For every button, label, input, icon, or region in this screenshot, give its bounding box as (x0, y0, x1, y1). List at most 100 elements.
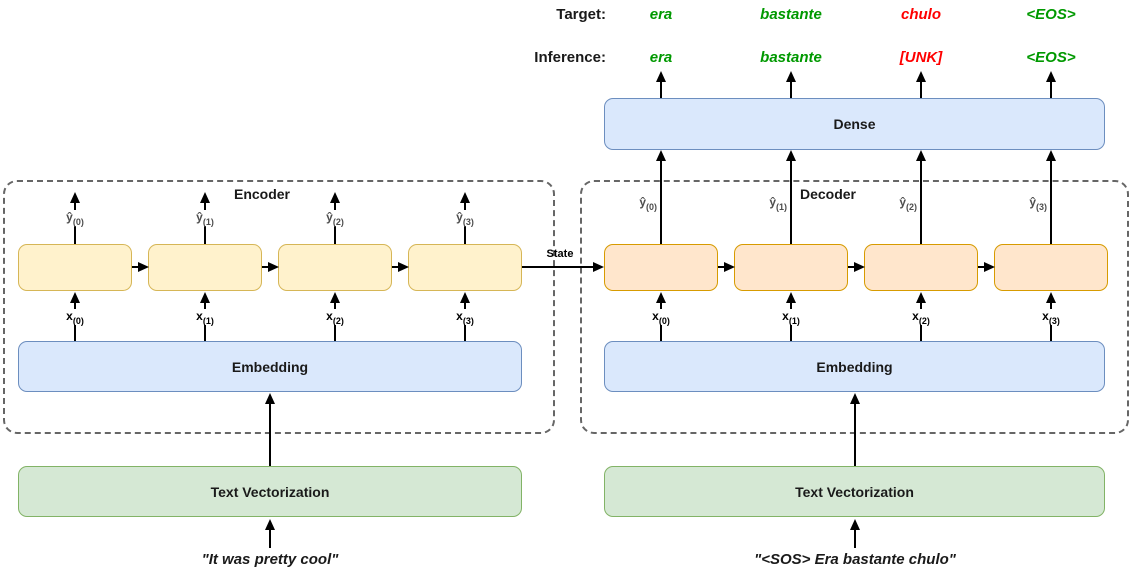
decoder-input-label: x(3) (1029, 309, 1073, 326)
arrow-up-icon (460, 192, 470, 203)
arrow-up-icon (1046, 71, 1056, 82)
inference-word: era (649, 49, 673, 66)
decoder-embedding-label: Embedding (816, 358, 893, 375)
arrow-line (854, 402, 856, 466)
encoder-rnn-cell (148, 244, 262, 291)
decoder-vectorization-layer: Text Vectorization (604, 466, 1105, 517)
arrow-line (920, 80, 922, 98)
encoder-output-label: ŷ(1) (183, 210, 227, 227)
arrow-line (660, 158, 662, 244)
encoder-input-label: x(2) (313, 309, 357, 326)
encoder-rnn-cell (278, 244, 392, 291)
decoder-embedding-layer: Embedding (604, 341, 1105, 392)
inference-word: <EOS> (1026, 49, 1076, 66)
arrow-up-icon (70, 192, 80, 203)
decoder-input-quote: "<SOS> Era bastante chulo" (754, 551, 956, 568)
arrow-up-icon (656, 150, 666, 161)
decoder-output-label: ŷ(1) (745, 195, 789, 212)
arrow-line (132, 266, 140, 268)
state-arrow-line (522, 266, 594, 268)
arrow-up-icon (916, 292, 926, 303)
inference-row-label: Inference: (534, 49, 606, 66)
arrow-right-icon (593, 262, 604, 272)
decoder-input-label: x(1) (769, 309, 813, 326)
target-row-label: Target: (556, 6, 606, 23)
arrow-up-icon (916, 71, 926, 82)
encoder-output-label: ŷ(2) (313, 210, 357, 227)
decoder-output-label: ŷ(0) (615, 195, 659, 212)
arrow-up-icon (330, 192, 340, 203)
arrow-line (392, 266, 400, 268)
arrow-up-icon (786, 150, 796, 161)
decoder-input-label: x(0) (639, 309, 683, 326)
arrow-right-icon (138, 262, 149, 272)
arrow-up-icon (916, 150, 926, 161)
arrow-up-icon (70, 292, 80, 303)
target-word: chulo (901, 6, 941, 23)
decoder-rnn-cell (734, 244, 848, 291)
arrow-right-icon (854, 262, 865, 272)
inference-word: [UNK] (899, 49, 943, 66)
arrow-up-icon (656, 71, 666, 82)
arrow-line (718, 266, 726, 268)
decoder-vectorization-label: Text Vectorization (795, 483, 914, 500)
target-word: bastante (760, 6, 822, 23)
arrow-line (978, 266, 986, 268)
encoder-embedding-label: Embedding (231, 358, 309, 375)
encoder-input-label: x(0) (53, 309, 97, 326)
arrow-right-icon (724, 262, 735, 272)
arrow-line (790, 158, 792, 244)
arrow-up-icon (850, 519, 860, 530)
encoder-box (3, 180, 555, 434)
encoder-input-label: x(1) (183, 309, 227, 326)
arrow-up-icon (330, 292, 340, 303)
arrow-up-icon (265, 393, 275, 404)
state-label: State (546, 248, 574, 260)
arrow-line (269, 529, 271, 548)
encoder-embedding-layer: Embedding (18, 341, 522, 392)
encoder-vectorization-layer: Text Vectorization (18, 466, 522, 517)
arrow-line (848, 266, 856, 268)
target-word: <EOS> (1026, 6, 1076, 23)
decoder-input-label: x(2) (899, 309, 943, 326)
arrow-up-icon (786, 71, 796, 82)
arrow-line (854, 529, 856, 548)
arrow-up-icon (460, 292, 470, 303)
encoder-input-label: x(3) (443, 309, 487, 326)
arrow-up-icon (200, 292, 210, 303)
arrow-line (1050, 80, 1052, 98)
arrow-up-icon (656, 292, 666, 303)
dense-label: Dense (833, 116, 876, 132)
arrow-line (269, 402, 271, 466)
decoder-output-label: ŷ(2) (875, 195, 919, 212)
arrow-line (920, 158, 922, 244)
decoder-rnn-cell (994, 244, 1108, 291)
decoder-title: Decoder (799, 186, 857, 202)
arrow-up-icon (1046, 150, 1056, 161)
arrow-up-icon (200, 192, 210, 203)
arrow-line (790, 80, 792, 98)
encoder-rnn-cell (18, 244, 132, 291)
arrow-right-icon (268, 262, 279, 272)
arrow-up-icon (850, 393, 860, 404)
arrow-line (660, 80, 662, 98)
encoder-output-label: ŷ(0) (53, 210, 97, 227)
arrow-up-icon (1046, 292, 1056, 303)
arrow-up-icon (786, 292, 796, 303)
arrow-line (262, 266, 270, 268)
target-word: era (649, 6, 673, 23)
arrow-line (1050, 158, 1052, 244)
arrow-up-icon (265, 519, 275, 530)
decoder-output-label: ŷ(3) (1005, 195, 1049, 212)
inference-word: bastante (760, 49, 822, 66)
encoder-vectorization-label: Text Vectorization (210, 483, 330, 500)
dense-layer: Dense (604, 98, 1105, 150)
arrow-right-icon (984, 262, 995, 272)
encoder-rnn-cell (408, 244, 522, 291)
decoder-rnn-cell (864, 244, 978, 291)
arrow-right-icon (398, 262, 409, 272)
encoder-input-quote: "It was pretty cool" (201, 551, 339, 568)
encoder-title: Encoder (233, 186, 290, 202)
decoder-rnn-cell (604, 244, 718, 291)
